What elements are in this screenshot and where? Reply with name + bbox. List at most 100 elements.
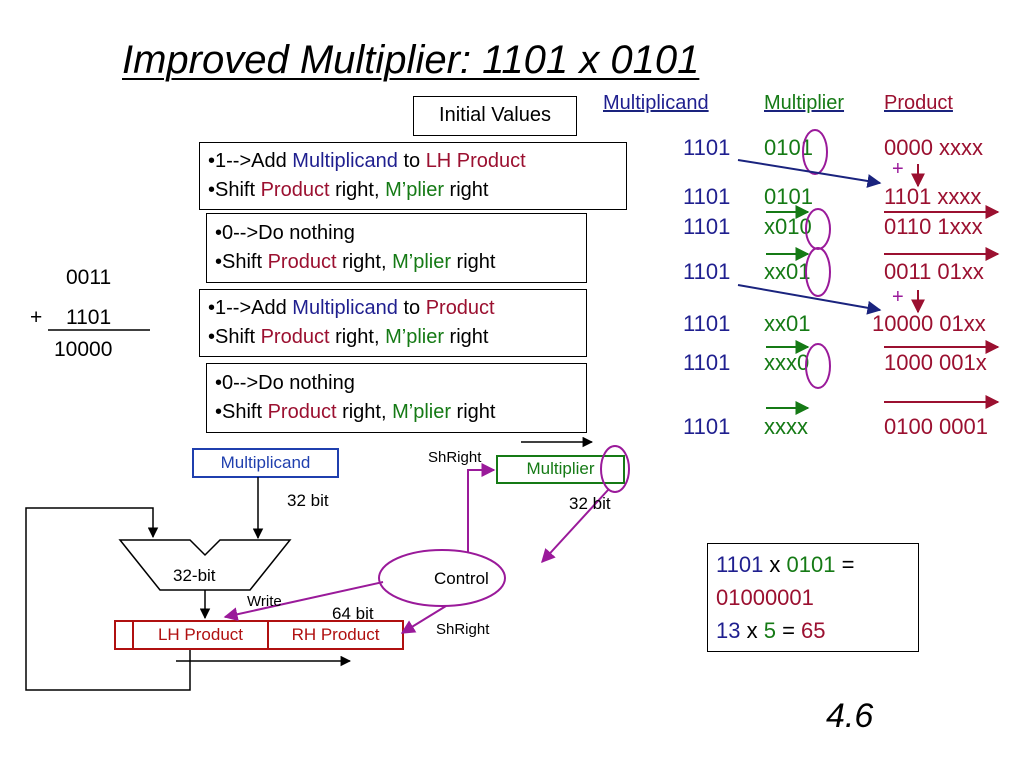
step-text: •Shift: [215, 251, 268, 273]
sum-result: 10000: [54, 338, 113, 361]
step-product: Product: [267, 251, 337, 273]
result-product: 01000001: [716, 585, 814, 610]
rh-product-register: [267, 620, 404, 650]
step-product: Product: [425, 297, 495, 319]
result-equals: =: [775, 618, 802, 643]
trace-multiplier: xxxx: [764, 414, 808, 439]
sum-plus: +: [30, 306, 43, 329]
lh-product-label: LH Product: [157, 625, 244, 644]
step-text: right,: [329, 179, 386, 201]
plus-sign: +: [892, 286, 904, 308]
step-box-2: •0-->Do nothing •Shift Product right, M’…: [206, 213, 587, 283]
step-text: right: [444, 179, 489, 201]
step-box-1: •1-->Add Multiplicand to LH Product •Shi…: [199, 142, 627, 210]
multiplier-width-label: 32 bit: [569, 494, 611, 513]
feedback-wire: [25, 507, 191, 691]
trace-product: 1000 001x: [884, 350, 987, 375]
step-multiplier: M’plier: [385, 179, 444, 201]
add-arrow: [737, 159, 882, 188]
trace-product: 0100 0001: [884, 414, 988, 439]
write-label: Write: [247, 593, 282, 610]
trace-multiplicand: 1101: [683, 350, 731, 375]
shright-label-product: ShRight: [436, 621, 490, 638]
step-text: to: [397, 150, 426, 172]
multiplicand-register-label: Multiplicand: [220, 453, 311, 472]
alu-32bit: [118, 539, 292, 591]
step-text: to: [397, 297, 426, 319]
control-shright-wire: [400, 605, 447, 634]
step-text: •Shift: [208, 179, 261, 201]
trace-multiplier: xxx0: [764, 350, 810, 375]
trace-product: 10000 01xx: [872, 311, 986, 336]
trace-multiplicand: 1101: [683, 184, 731, 209]
add-arrow: [737, 284, 882, 315]
step-product: Product: [260, 179, 330, 201]
header-multiplicand: Multiplicand: [603, 92, 709, 114]
page-number: 4.6: [826, 697, 874, 735]
step-box-4: •0-->Do nothing •Shift Product right, M’…: [206, 363, 587, 433]
product-register-left-bit: [114, 620, 134, 650]
multiplicand-width-label: 32 bit: [287, 491, 329, 510]
step-text: right: [451, 251, 496, 273]
step-multiplicand: Multiplicand: [292, 297, 398, 319]
multiplier-bit-circle: [805, 343, 831, 389]
header-multiplier: Multiplier: [764, 92, 845, 114]
step-text: right,: [336, 251, 393, 273]
step-product: LH Product: [425, 150, 526, 172]
result-times: x: [740, 618, 764, 643]
page-title: Improved Multiplier: 1101 x 0101: [122, 38, 700, 82]
trace-multiplicand: 1101: [683, 414, 731, 439]
result-multiplier: 0101: [786, 552, 836, 577]
trace-product: 0110 1xxx: [884, 214, 983, 239]
step-text: •Shift: [215, 401, 268, 423]
result-decimal-b: 5: [763, 618, 776, 643]
step-box-3: •1-->Add Multiplicand to Product •Shift …: [199, 289, 587, 357]
multiplicand-register: [192, 448, 339, 478]
sum-addend-a: 0011: [66, 266, 112, 289]
control-to-multiplier-wire: [467, 463, 496, 552]
product-width-label: 64 bit: [332, 604, 374, 623]
alu-label: 32-bit: [173, 566, 216, 585]
step-multiplier: M’plier: [392, 401, 451, 423]
trace-product: 0000 xxxx: [884, 135, 984, 160]
trace-multiplicand: 1101: [683, 311, 731, 336]
sum-addend-b: 1101: [66, 306, 112, 329]
result-multiplicand: 1101: [716, 552, 764, 577]
multiplier-lsb-circle: [600, 445, 630, 493]
initial-values-box: Initial Values: [413, 96, 577, 136]
trace-multiplicand: 1101: [683, 214, 731, 239]
step-multiplier: M’plier: [392, 251, 451, 273]
multiplier-bit-circle: [802, 129, 828, 175]
rh-product-label: RH Product: [291, 625, 380, 644]
result-times: x: [763, 552, 787, 577]
trace-product: 0011 01xx: [884, 259, 984, 284]
control-label: Control: [434, 569, 489, 588]
result-decimal-product: 65: [801, 618, 826, 643]
step-text: right: [444, 326, 489, 348]
step-multiplier: M’plier: [385, 326, 444, 348]
step-text: right: [451, 401, 496, 423]
initial-values-label: Initial Values: [439, 104, 551, 126]
multiplier-bit-to-control-wire: [541, 489, 609, 564]
step-text: •0-->Do nothing: [215, 372, 355, 394]
control-unit: [378, 549, 506, 607]
result-equals: =: [835, 552, 855, 577]
step-text: •Shift: [208, 326, 261, 348]
step-text: right,: [336, 401, 393, 423]
step-text: •1-->Add: [208, 297, 293, 319]
trace-multiplicand: 1101: [683, 259, 731, 284]
trace-multiplier: 0101: [764, 184, 813, 209]
step-text: right,: [329, 326, 386, 348]
trace-product: 1101 xxxx: [884, 184, 982, 209]
multiplier-bit-circle: [805, 208, 831, 250]
shright-label-multiplier: ShRight: [428, 449, 482, 466]
lh-product-register: [132, 620, 269, 650]
multiplier-bit-circle: [805, 247, 831, 297]
result-decimal-a: 13: [716, 618, 741, 643]
multiplier-register-label: Multiplier: [526, 459, 595, 478]
result-box: 1101 x 0101 = 01000001 13 x 5 = 65: [707, 543, 919, 652]
header-product: Product: [884, 92, 953, 114]
trace-multiplier: xx01: [764, 311, 811, 336]
trace-multiplicand: 1101: [683, 135, 731, 160]
